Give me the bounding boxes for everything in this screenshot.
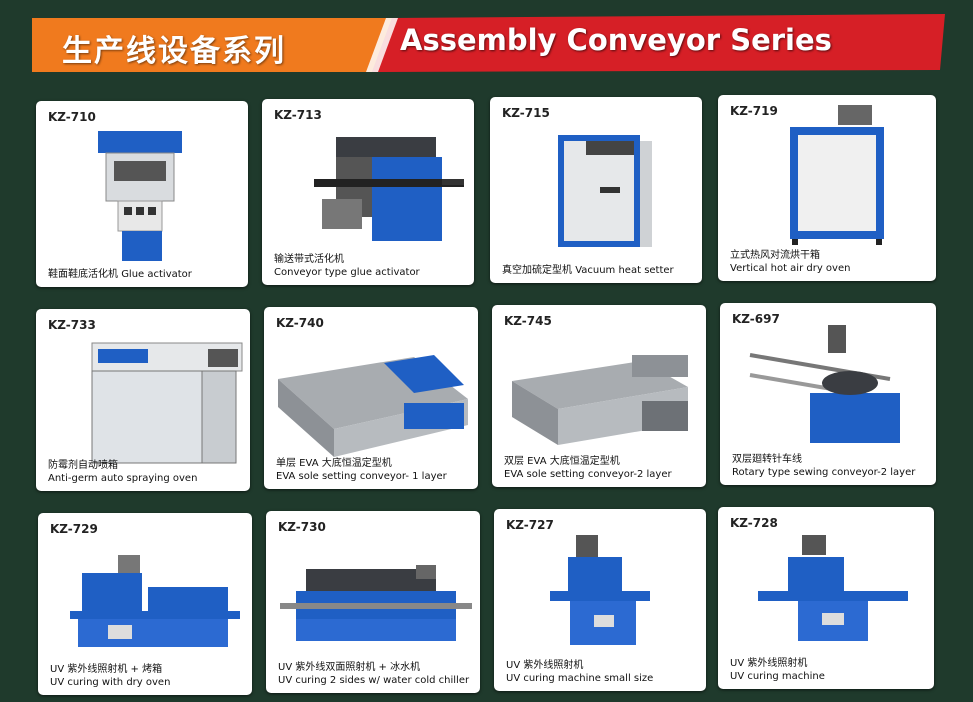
product-caption: 鞋面鞋底活化机 Glue activator (48, 269, 192, 280)
uv-curing-small-illustration (550, 535, 650, 645)
uv-curing-two-sides-illustration (280, 565, 472, 641)
series-banner: 生产线设备系列 Assembly Conveyor Series (0, 0, 973, 82)
conveyor-activator-illustration (314, 137, 464, 241)
product-code: KZ-713 (274, 108, 322, 122)
eva-sole-conveyor-1-illustration (278, 355, 468, 457)
uv-curing-machine-illustration (758, 535, 908, 641)
banner-shape (32, 14, 945, 72)
product-code: KZ-715 (502, 106, 550, 120)
anti-germ-oven-illustration (91, 342, 243, 464)
vacuum-heat-setter-illustration (558, 135, 652, 247)
product-code: KZ-727 (506, 518, 554, 532)
glue-activator-illustration (98, 131, 182, 261)
product-code: KZ-729 (50, 522, 98, 536)
product-card-kz710[interactable]: KZ-710 鞋面鞋底活化机 Glue activator (36, 101, 248, 287)
product-code: KZ-730 (278, 520, 326, 534)
vertical-dry-oven-illustration (790, 105, 884, 245)
product-code: KZ-733 (48, 318, 96, 332)
product-code: KZ-710 (48, 110, 96, 124)
product-code: KZ-728 (730, 516, 778, 530)
product-code: KZ-719 (730, 104, 778, 118)
rotary-sewing-conveyor-illustration (749, 325, 900, 443)
banner-title-en: Assembly Conveyor Series (400, 23, 832, 57)
eva-sole-conveyor-2-illustration (512, 355, 688, 445)
uv-curing-dry-oven-illustration (70, 555, 240, 647)
banner-title-cn: 生产线设备系列 (62, 34, 286, 69)
product-code: KZ-740 (276, 316, 324, 330)
product-code: KZ-745 (504, 314, 552, 328)
product-caption: 真空加硫定型机 Vacuum heat setter (502, 265, 674, 276)
product-code: KZ-697 (732, 312, 780, 326)
product-card-kz715[interactable]: KZ-715 真空加硫定型机 Vacuum heat setter (490, 97, 702, 283)
